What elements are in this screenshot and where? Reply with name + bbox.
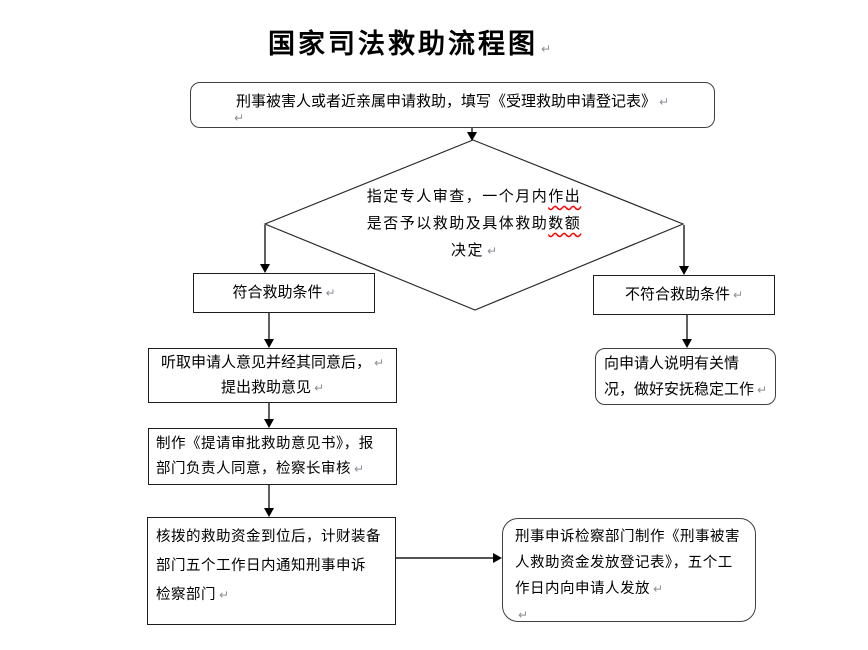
- arrowhead-qualified-to-listen: [264, 339, 274, 348]
- line-break-mark: ↵: [486, 244, 498, 258]
- fund-release-line-2: 人救助资金发放登记表》，五个工: [515, 550, 743, 576]
- fund-release-line-2-text: 人救助资金发放登记表》，五个工: [515, 555, 733, 571]
- fund-release-line-3: 作日内向申请人发放↵: [515, 576, 743, 602]
- decision-line-1-text: 指定专人审查，一个月内: [366, 189, 549, 205]
- explain-line-1: 向申请人说明有关情: [604, 351, 767, 377]
- line-break-mark: ↵: [373, 356, 385, 370]
- fund-notify-line-3-text: 检察部门: [156, 587, 216, 603]
- qualified-node-text: 符合救助条件: [232, 285, 323, 301]
- fund-release-line-1-text: 刑事申诉检察部门制作《刑事被害: [515, 529, 740, 545]
- arrowhead-not-qualified-to-explain: [682, 339, 692, 348]
- listen-line-1: 听取申请人意见并经其同意后，↵: [149, 351, 396, 376]
- fund-notify-line-1: 核拨的救助资金到位后，计财装备: [156, 523, 387, 552]
- line-break-mark: ↵: [354, 462, 365, 476]
- paragraph-mark: ↵: [518, 608, 529, 622]
- arrowhead-decision-to-qualified: [260, 264, 270, 273]
- explain-line-2: 况，做好安抚稳定工作↵: [604, 377, 767, 403]
- spellcheck-flagged-text: 数额: [548, 216, 582, 232]
- draft-opinion-node: 制作《提请审批救助意见书》，报 部门负责人同意，检察长审核↵: [148, 428, 397, 485]
- explain-line-2-text: 况，做好安抚稳定工作: [604, 382, 755, 398]
- start-node: 刑事被害人或者近亲属申请救助，填写《受理救助申请登记表》↵ ↵: [190, 82, 715, 128]
- decision-line-1: 指定专人审查，一个月内作出: [324, 184, 624, 211]
- decision-node-text: 指定专人审查，一个月内作出 是否予以救助及具体救助数额 决定↵: [324, 184, 624, 265]
- listen-line-2: 提出救助意见↵: [149, 376, 396, 401]
- fund-notify-line-1-text: 核拨的救助资金到位后，计财装备: [156, 529, 381, 545]
- decision-line-2-text: 是否予以救助及具体救助: [366, 216, 549, 232]
- decision-line-3-text: 决定: [450, 243, 484, 259]
- explain-line-1-text: 向申请人说明有关情: [604, 356, 740, 372]
- not-qualified-node-text: 不符合救助条件: [624, 287, 730, 303]
- line-break-mark: ↵: [313, 381, 325, 395]
- line-break-mark: ↵: [219, 588, 230, 602]
- listen-line-2-text: 提出救助意见: [220, 380, 311, 396]
- line-break-mark: ↵: [653, 582, 664, 596]
- decision-line-2: 是否予以救助及具体救助数额: [324, 211, 624, 238]
- explain-node: 向申请人说明有关情 况，做好安抚稳定工作↵: [595, 348, 776, 405]
- fund-notify-line-2-text: 部门五个工作日内通知刑事申诉: [156, 558, 366, 574]
- draft-line-2-text: 部门负责人同意，检察长审核: [156, 461, 351, 477]
- fund-release-line-4: ↵: [515, 602, 743, 628]
- line-break-mark: ↵: [732, 288, 744, 302]
- listen-line-1-text: 听取申请人意见并经其同意后，: [160, 355, 371, 371]
- start-node-line: 刑事被害人或者近亲属申请救助，填写《受理救助申请登记表》↵: [191, 89, 714, 115]
- fund-notify-line-3: 检察部门↵: [156, 581, 387, 610]
- spellcheck-flagged-text: 作出: [548, 189, 582, 205]
- fund-release-line-1: 刑事申诉检察部门制作《刑事被害: [515, 524, 743, 550]
- paragraph-mark: ↵: [541, 42, 552, 56]
- line-break-mark: ↵: [325, 286, 336, 300]
- fund-notify-node: 核拨的救助资金到位后，计财装备 部门五个工作日内通知刑事申诉 检察部门↵: [147, 517, 396, 625]
- arrowhead-draft-to-fund-notify: [264, 508, 274, 517]
- fund-notify-line-2: 部门五个工作日内通知刑事申诉: [156, 552, 387, 581]
- draft-line-1: 制作《提请审批救助意见书》，报: [156, 432, 389, 457]
- decision-diamond-shape: [263, 139, 685, 311]
- qualified-node: 符合救助条件↵: [193, 273, 375, 313]
- not-qualified-node: 不符合救助条件↵: [593, 275, 775, 315]
- fund-release-line-3-text: 作日内向申请人发放: [515, 581, 650, 597]
- decision-line-3: 决定↵: [324, 238, 624, 265]
- arrowhead-start-to-decision: [467, 132, 477, 141]
- fund-release-node: 刑事申诉检察部门制作《刑事被害 人救助资金发放登记表》，五个工 作日内向申请人发…: [502, 518, 756, 622]
- draft-line-1-text: 制作《提请审批救助意见书》，报: [156, 436, 374, 452]
- line-break-mark: ↵: [757, 383, 768, 397]
- arrowhead-listen-to-draft: [264, 419, 274, 428]
- page-title-text: 国家司法救助流程图: [268, 29, 538, 59]
- listen-opinion-node: 听取申请人意见并经其同意后，↵ 提出救助意见↵: [148, 348, 397, 403]
- arrowhead-fund-notify-to-fund-release: [493, 553, 502, 563]
- line-break-mark: ↵: [234, 111, 245, 125]
- line-break-mark: ↵: [658, 95, 670, 109]
- start-node-text: 刑事被害人或者近亲属申请救助，填写《受理救助申请登记表》: [235, 94, 656, 110]
- page-title: 国家司法救助流程图↵: [268, 22, 551, 61]
- draft-line-2: 部门负责人同意，检察长审核↵: [156, 457, 389, 482]
- arrowhead-decision-to-not-qualified: [679, 266, 689, 275]
